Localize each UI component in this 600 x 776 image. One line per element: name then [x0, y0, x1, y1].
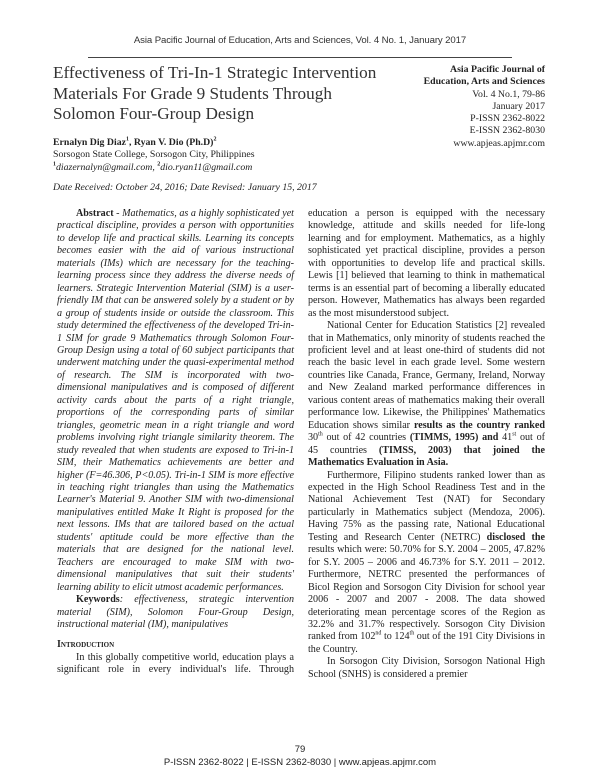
- authors: Ernalyn Dig Diaz1, Ryan V. Dio (Ph.D)2: [53, 137, 216, 148]
- intro-paragraph-3: Furthermore, Filipino students ranked lo…: [308, 470, 545, 657]
- email-2-marker: 2: [157, 161, 161, 168]
- abstract: Abstract - Mathematics, as a highly soph…: [57, 208, 294, 594]
- keywords: Keywords: effectiveness, strategic inter…: [57, 594, 294, 631]
- journal-name-line1: Asia Pacific Journal of: [450, 64, 545, 75]
- author-emails: 1diazernalyn@gmail.com, 2dio.ryan11@gmai…: [53, 162, 252, 173]
- author-1-affil: 1: [125, 136, 129, 143]
- superscript: st: [512, 431, 517, 438]
- intro-paragraph-4: In Sorsogon City Division, Sorsogon Nati…: [308, 656, 545, 680]
- introduction-heading: Introduction: [57, 639, 115, 651]
- article-title: Effectiveness of Tri-In-1 Strategic Inte…: [53, 63, 377, 123]
- bold-text: (TIMMS, 1995) and: [409, 432, 499, 444]
- journal-date: January 2017: [492, 100, 545, 112]
- author-2-affil: 2: [213, 136, 217, 143]
- bold-text: (TIMSS, 2003) that joined the Mathematic…: [308, 444, 545, 469]
- journal-pissn: P-ISSN 2362-8022: [470, 113, 545, 125]
- keywords-label: Keywords: [76, 594, 120, 606]
- text: Furthermore, Filipino students ranked lo…: [308, 469, 545, 543]
- journal-info-block: Asia Pacific Journal of Education, Arts …: [424, 64, 545, 150]
- superscript: th: [409, 631, 415, 638]
- header-divider: [88, 57, 512, 58]
- email-1-marker: 1: [53, 161, 56, 168]
- intro-paragraph-2: National Center for Education Statistics…: [308, 320, 545, 469]
- text: to 124: [381, 631, 410, 643]
- text: 41: [498, 432, 513, 444]
- abstract-label: Abstract: [76, 208, 114, 219]
- superscript: nd: [375, 631, 382, 638]
- abstract-text: - Mathematics, as a highly sophisticated…: [57, 208, 294, 593]
- author-1: Ernalyn Dig Diaz: [53, 137, 126, 148]
- text: out of 45 countries: [308, 432, 545, 456]
- journal-website: www.apjeas.apjmr.com: [453, 137, 545, 149]
- email-2: dio.ryan11@gmail.com: [160, 162, 253, 173]
- text: out of the 191 City Divisions in the Cou…: [308, 631, 545, 655]
- author-separator: ,: [128, 137, 134, 148]
- bold-text: results as the country ranked: [413, 419, 545, 431]
- left-column: Abstract - Mathematics, as a highly soph…: [57, 208, 294, 677]
- text: out of 42 countries: [322, 432, 410, 444]
- right-column: education a person is equipped with the …: [308, 208, 545, 681]
- journal-name-line2: Education, Arts and Sciences: [423, 76, 545, 88]
- bold-text: disclosed the: [486, 531, 545, 543]
- text: National Center for Education Statistics…: [308, 320, 545, 431]
- author-2: Ryan V. Dio (Ph.D): [133, 137, 214, 148]
- journal-eissn: E-ISSN 2362-8030: [469, 125, 545, 137]
- text: results which were: 50.70% for S.Y. 2004…: [308, 544, 545, 643]
- text: 30: [308, 432, 319, 444]
- page-number: 79: [294, 744, 306, 755]
- journal-volume: Vol. 4 No.1, 79-86: [472, 88, 545, 100]
- footer-issn: P-ISSN 2362-8022 | E-ISSN 2362-8030 | ww…: [163, 757, 437, 768]
- intro-paragraph-1: In this globally competitive world, educ…: [57, 651, 294, 676]
- received-revised-dates: Date Received: October 24, 2016; Date Re…: [53, 182, 317, 193]
- intro-paragraph-1-continued: education a person is equipped with the …: [308, 208, 545, 319]
- superscript: th: [318, 431, 323, 438]
- keywords-text: : effectiveness, strategic intervention …: [57, 594, 294, 630]
- affiliation: Sorsogon State College, Sorsogon City, P…: [53, 149, 255, 160]
- email-1: diazernalyn@gmail.com,: [56, 162, 158, 173]
- running-header: Asia Pacific Journal of Education, Arts …: [133, 35, 467, 46]
